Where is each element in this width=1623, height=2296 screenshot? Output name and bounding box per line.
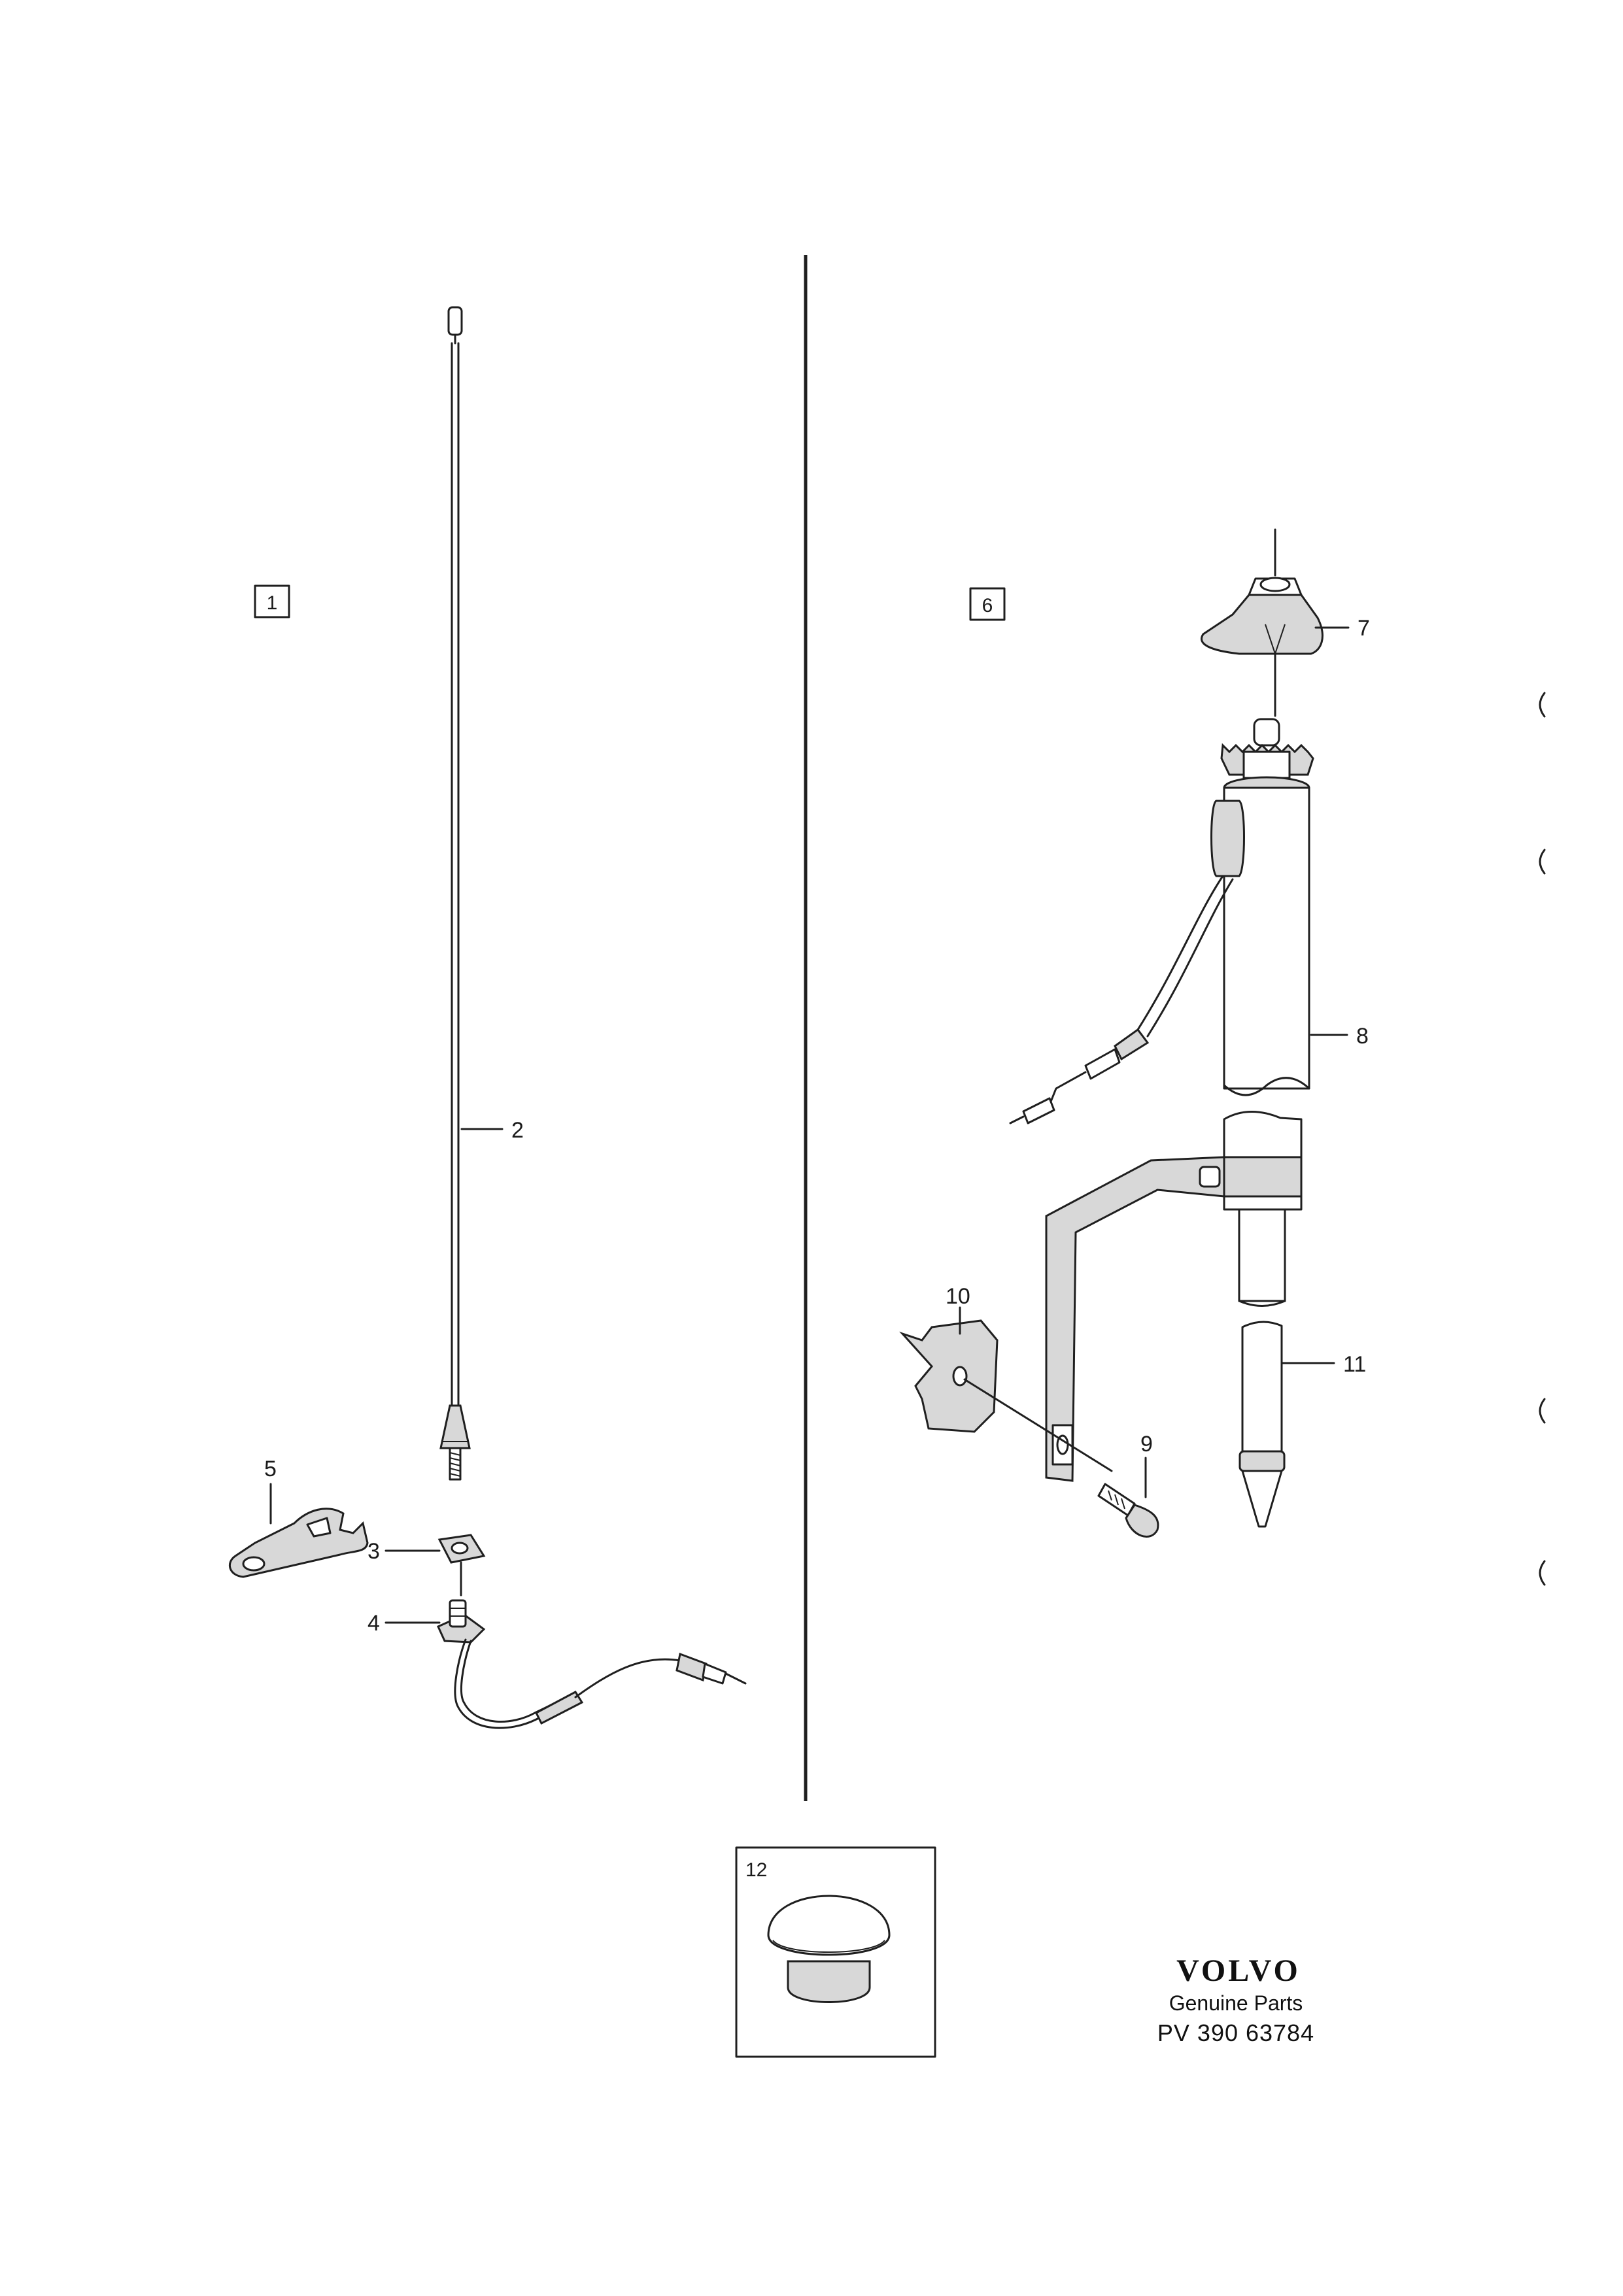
- brand-logo-text: VOLVO: [1176, 1953, 1301, 1988]
- callout-12: 12: [745, 1859, 767, 1881]
- rubber-plug-part: [767, 1895, 891, 2003]
- callout-10: 10: [946, 1284, 970, 1309]
- mounting-nut-part: [437, 1534, 486, 1596]
- antenna-base-cable-part: [437, 1599, 747, 1729]
- callout-3: 3: [367, 1539, 380, 1564]
- lower-tube-part: [1239, 1321, 1335, 1528]
- scan-margin-marks: [1539, 692, 1546, 1586]
- power-antenna-assembly: 6: [899, 528, 1370, 1538]
- bezel-nut-part: [1201, 528, 1350, 717]
- callout-5: 5: [264, 1457, 277, 1481]
- antenna-mast-part: [439, 306, 471, 1481]
- mounting-bracket-part: [1045, 1111, 1303, 1482]
- callout-4: 4: [367, 1611, 380, 1636]
- part-number: PV 390 63784: [1157, 2019, 1314, 2046]
- spanner-wrench-part: [228, 1508, 369, 1578]
- antenna-motor-housing-part: [1009, 718, 1348, 1124]
- screw-part: [1097, 1457, 1159, 1538]
- callout-11: 11: [1343, 1352, 1366, 1377]
- group-1-label: 1: [267, 592, 278, 614]
- callout-7: 7: [1358, 616, 1370, 641]
- brand-subtitle: Genuine Parts: [1169, 1991, 1303, 2015]
- group-6-label: 6: [982, 595, 993, 616]
- group-1-box: [254, 584, 290, 618]
- callout-8: 8: [1356, 1024, 1369, 1049]
- clip-nut-plate-part: [899, 1306, 1113, 1472]
- callout-9: 9: [1140, 1432, 1153, 1457]
- brand-block: VOLVO Genuine Parts PV 390 63784: [1157, 1953, 1314, 2046]
- group-6-box: [969, 587, 1006, 621]
- fixed-antenna-assembly: 1: [228, 306, 747, 1729]
- plug-inset-frame: [735, 1846, 936, 2058]
- plug-inset: 12: [735, 1846, 936, 2058]
- callout-2: 2: [511, 1118, 524, 1143]
